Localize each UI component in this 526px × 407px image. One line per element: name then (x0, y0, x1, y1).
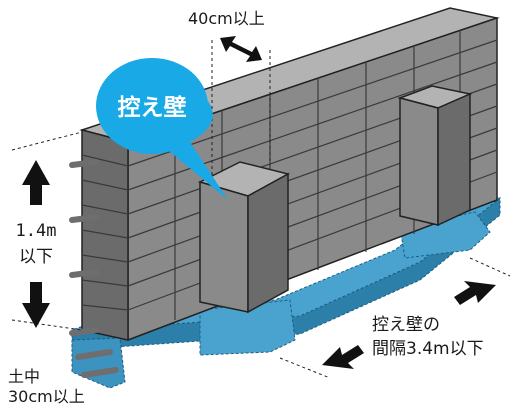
speech-bubble-icon (96, 58, 228, 200)
arrow-left-icon (322, 345, 364, 369)
wall-height-limit: 以下 (19, 247, 53, 267)
double-arrow-icon (220, 36, 262, 62)
foundation-front (71, 337, 126, 389)
buttress-front (399, 97, 439, 226)
buttress-front (199, 181, 249, 313)
buttress-side (247, 172, 289, 314)
guide-lines (11, 40, 511, 379)
rebar (69, 214, 99, 223)
buttress-side (437, 92, 471, 227)
rebar (75, 349, 113, 360)
buttress-bubble-label: 控え壁 (118, 94, 187, 121)
rebar-group (69, 159, 119, 378)
buttress-spacing-line2: 間隔3.4m以下 (372, 339, 484, 359)
rebar (81, 367, 119, 378)
buttress-spacing-line1: 控え壁の (372, 315, 440, 335)
rebar (69, 327, 99, 336)
rebar (69, 269, 99, 278)
foundation-pad-left (199, 299, 296, 356)
embed-depth-line1: 土中 (8, 367, 40, 386)
buttress-width-label: 40cm以上 (188, 9, 265, 28)
wall-height-value: 1.4m (16, 221, 57, 241)
arrow-right-icon (454, 281, 496, 305)
buttress-left (197, 161, 291, 314)
end-courses (81, 154, 129, 311)
arrow-up-icon (22, 160, 50, 205)
embed-depth-line2: 30cm以上 (8, 387, 85, 406)
arrow-down-icon (22, 282, 50, 328)
rebar (69, 159, 99, 168)
buttress-right (397, 85, 473, 227)
